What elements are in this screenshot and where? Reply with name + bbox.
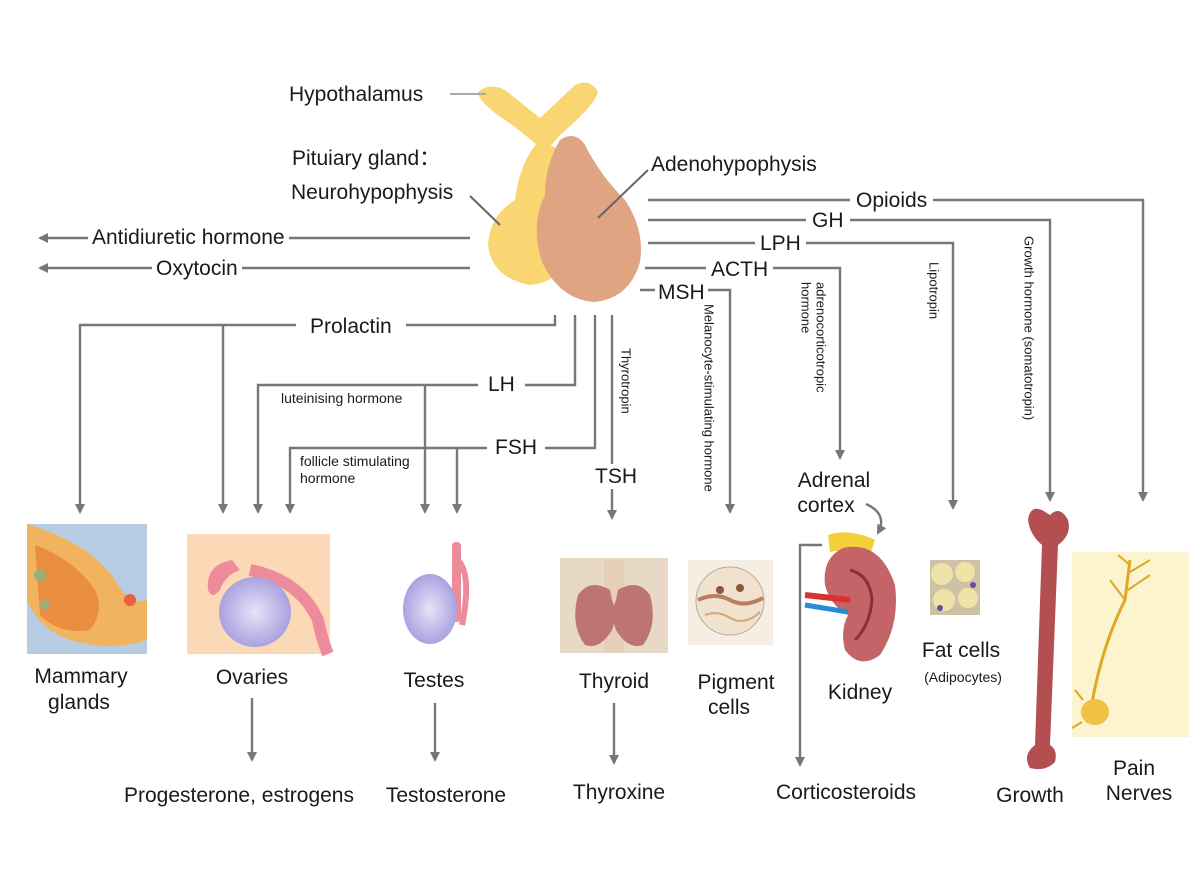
msh-label: MSH (655, 282, 708, 303)
follicle-label-line1: follicle stimulating (300, 453, 410, 469)
kidney-label: Kidney (827, 681, 893, 704)
gh-arrow (648, 218, 1055, 502)
growth-hormone-label: Growth hormone (somatotropin) (1021, 236, 1037, 421)
acth-label: ACTH (706, 259, 774, 280)
pigment-label-line2: cells (707, 696, 751, 719)
pigment-image (688, 560, 773, 645)
neurohypophysis-label: Neurohypophysis (291, 181, 454, 204)
lh-label: LH (478, 374, 525, 395)
ovary-image (187, 534, 334, 657)
pituitary-gland (450, 82, 649, 302)
prolactin-label: Prolactin (296, 316, 406, 337)
thyroid-image (560, 558, 668, 653)
testes-image (403, 542, 470, 644)
pigment-label-line1: Pigment (697, 671, 775, 694)
oxytocin-label: Oxytocin (152, 258, 242, 279)
ovaries-product-label: Progesterone, estrogens (124, 784, 354, 807)
mammary-label-line1: Mammary (34, 665, 128, 688)
kidney-image (804, 532, 896, 662)
pain-label-line2: Nerves (1105, 782, 1173, 805)
fsh-line (285, 315, 597, 514)
adenohypophysis-lobe (536, 136, 641, 302)
testes-label: Testes (403, 669, 465, 692)
adreno-label-line1: adrenocorticotropic (813, 282, 829, 393)
mammary-image (27, 524, 147, 654)
opioids-label: Opioids (850, 190, 934, 211)
bone-image (1026, 508, 1069, 770)
pain-label-line1: Pain (1112, 757, 1156, 780)
lipotropin-label: Lipotropin (926, 262, 942, 320)
gh-label: GH (806, 210, 850, 231)
growth-label: Growth (996, 784, 1064, 807)
luteinising-label: luteinising hormone (281, 390, 403, 406)
melanocyte-label: Melanocyte-stimulating hormone (701, 304, 717, 492)
thyroid-product-label: Thyroxine (572, 781, 666, 804)
adh-label: Antidiuretic hormone (88, 227, 289, 248)
fsh-label: FSH (487, 437, 545, 458)
thyroid-label: Thyroid (578, 670, 650, 693)
lph-label: LPH (755, 233, 806, 254)
adreno-label-line2: hormone (798, 282, 814, 334)
testes-product-label: Testosterone (385, 784, 507, 807)
adenohypophysis-label: Adenohypophysis (651, 153, 817, 176)
nerve-image (1071, 552, 1189, 737)
adrenal-label-line2: cortex (797, 494, 855, 517)
opioids-arrow (648, 198, 1148, 502)
lh-line (253, 315, 577, 514)
fat-cells-image (930, 560, 980, 615)
mammary-label-line2: glands (48, 691, 110, 714)
ovaries-label: Ovaries (215, 666, 289, 689)
hypothalamus-stalk (478, 82, 598, 152)
tsh-label: TSH (594, 464, 638, 489)
pituitary-gland-label: Pituiary gland： (292, 147, 441, 170)
adrenal-label-line1: Adrenal (797, 469, 871, 492)
hypothalamus-label: Hypothalamus (289, 83, 424, 106)
thyrotropin-label: Thyrotropin (618, 348, 634, 414)
lph-arrow (648, 241, 958, 510)
adrenal-product-arrow (795, 543, 822, 767)
fat-cells-label: Fat cells (921, 639, 1001, 662)
adrenal-product-label: Corticosteroids (775, 781, 917, 804)
follicle-label-line2: hormone (300, 470, 356, 486)
adipocytes-label: (Adipocytes) (924, 669, 1002, 685)
adrenal-curve-arrow (865, 502, 887, 535)
